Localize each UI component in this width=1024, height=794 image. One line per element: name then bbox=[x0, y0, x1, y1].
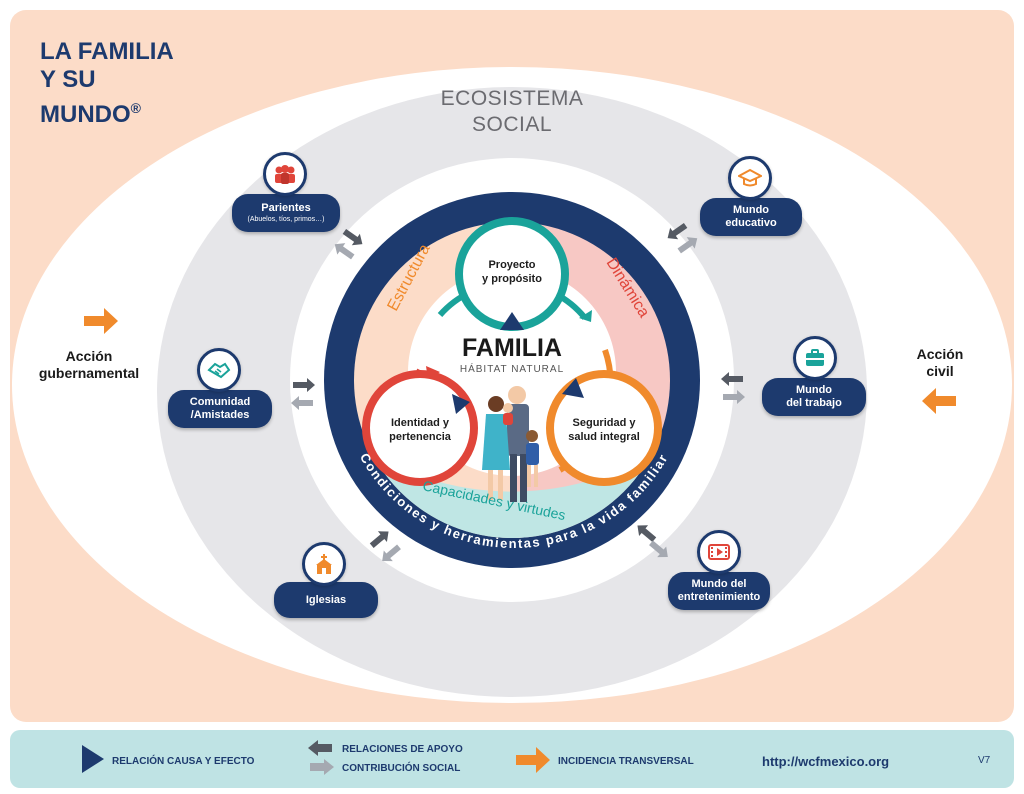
node-identidad bbox=[362, 370, 478, 486]
parientes-sub: (Abuelos, tíos, primos…) bbox=[247, 216, 325, 223]
handshake-icon bbox=[197, 348, 241, 392]
identidad-line1: Identidad y bbox=[390, 417, 450, 429]
legend-apoyo: RELACIONES DE APOYO bbox=[342, 744, 463, 755]
legend-contribucion: CONTRIBUCIÓN SOCIAL bbox=[342, 763, 461, 774]
cause-effect-icon bbox=[82, 745, 104, 773]
node-educativo: Mundo educativo bbox=[700, 198, 802, 236]
node-comunidad: Comunidad /Amistades bbox=[168, 390, 272, 428]
version-label: V7 bbox=[978, 755, 991, 766]
left-action-line2: gubernamental bbox=[38, 365, 140, 381]
familia-title: FAMILIA bbox=[462, 334, 562, 362]
website-link[interactable]: http://wcfmexico.org bbox=[762, 754, 890, 769]
accion-civil: Acción civil bbox=[900, 346, 980, 380]
comunidad-line2: /Amistades bbox=[190, 409, 250, 421]
graduation-cap-icon bbox=[728, 156, 772, 200]
page-title: LA FAMILIA Y SU MUNDO® bbox=[40, 38, 174, 129]
ecosystem-line2: SOCIAL bbox=[471, 113, 553, 136]
left-action-line1: Acción bbox=[65, 348, 113, 364]
node-parientes: Parientes (Abuelos, tíos, primos…) bbox=[232, 194, 340, 232]
node-trabajo: Mundo del trabajo bbox=[762, 378, 866, 416]
film-icon bbox=[697, 530, 741, 574]
ecosystem-title: ECOSISTEMA SOCIAL bbox=[392, 86, 632, 138]
people-icon bbox=[263, 152, 307, 196]
title-line2: Y SU bbox=[40, 66, 96, 93]
cause-triangle-right bbox=[562, 378, 584, 398]
proyecto-line2: y propósito bbox=[482, 273, 542, 285]
support-arrows-icon bbox=[308, 740, 334, 775]
seguridad-line1: Seguridad y bbox=[572, 417, 636, 429]
entretenimiento-line1: Mundo del bbox=[691, 578, 747, 590]
habitat-subtitle: HÁBITAT NATURAL bbox=[459, 364, 565, 375]
entretenimiento-line2: entretenimiento bbox=[677, 591, 761, 603]
identidad-text: Identidad y pertenencia bbox=[376, 416, 464, 444]
node-seguridad bbox=[546, 370, 662, 486]
legend-incidencia: INCIDENCIA TRANSVERSAL bbox=[558, 756, 694, 767]
comunidad-line1: Comunidad bbox=[189, 396, 251, 408]
trabajo-line1: Mundo bbox=[795, 384, 833, 396]
incidence-arrow-left bbox=[84, 308, 118, 334]
incidence-arrow-right bbox=[922, 388, 956, 414]
educativo-line1: Mundo bbox=[732, 204, 770, 216]
ecosystem-line1: ECOSISTEMA bbox=[440, 87, 584, 110]
church-icon bbox=[302, 542, 346, 586]
cause-triangle-left bbox=[452, 394, 470, 414]
right-action-line1: Acción bbox=[916, 346, 964, 362]
title-line3: MUNDO bbox=[40, 101, 131, 128]
registered-mark: ® bbox=[130, 100, 141, 116]
proyecto-text: Proyecto y propósito bbox=[468, 258, 556, 286]
proyecto-line1: Proyecto bbox=[488, 259, 536, 271]
node-entretenimiento: Mundo del entretenimiento bbox=[668, 572, 770, 610]
transversal-arrow-icon bbox=[516, 747, 550, 773]
legend-bar bbox=[10, 730, 1014, 788]
educativo-line2: educativo bbox=[725, 217, 777, 229]
right-action-line2: civil bbox=[926, 363, 954, 379]
support-arrows bbox=[291, 222, 745, 562]
seguridad-line2: salud integral bbox=[568, 431, 640, 443]
trabajo-line2: del trabajo bbox=[786, 397, 842, 409]
identidad-line2: pertenencia bbox=[389, 431, 451, 443]
iglesias-label: Iglesias bbox=[305, 593, 347, 606]
briefcase-icon bbox=[793, 336, 837, 380]
cause-triangle-top bbox=[500, 312, 524, 330]
title-line1: LA FAMILIA bbox=[40, 38, 174, 65]
seguridad-text: Seguridad y salud integral bbox=[556, 416, 652, 444]
node-iglesias: Iglesias bbox=[274, 582, 378, 618]
legend-causa: RELACIÓN CAUSA Y EFECTO bbox=[112, 756, 255, 767]
accion-gubernamental: Acción gubernamental bbox=[34, 348, 144, 382]
arrow-teal bbox=[579, 310, 592, 322]
family-illustration bbox=[482, 386, 539, 502]
parientes-label: Parientes bbox=[261, 202, 311, 214]
